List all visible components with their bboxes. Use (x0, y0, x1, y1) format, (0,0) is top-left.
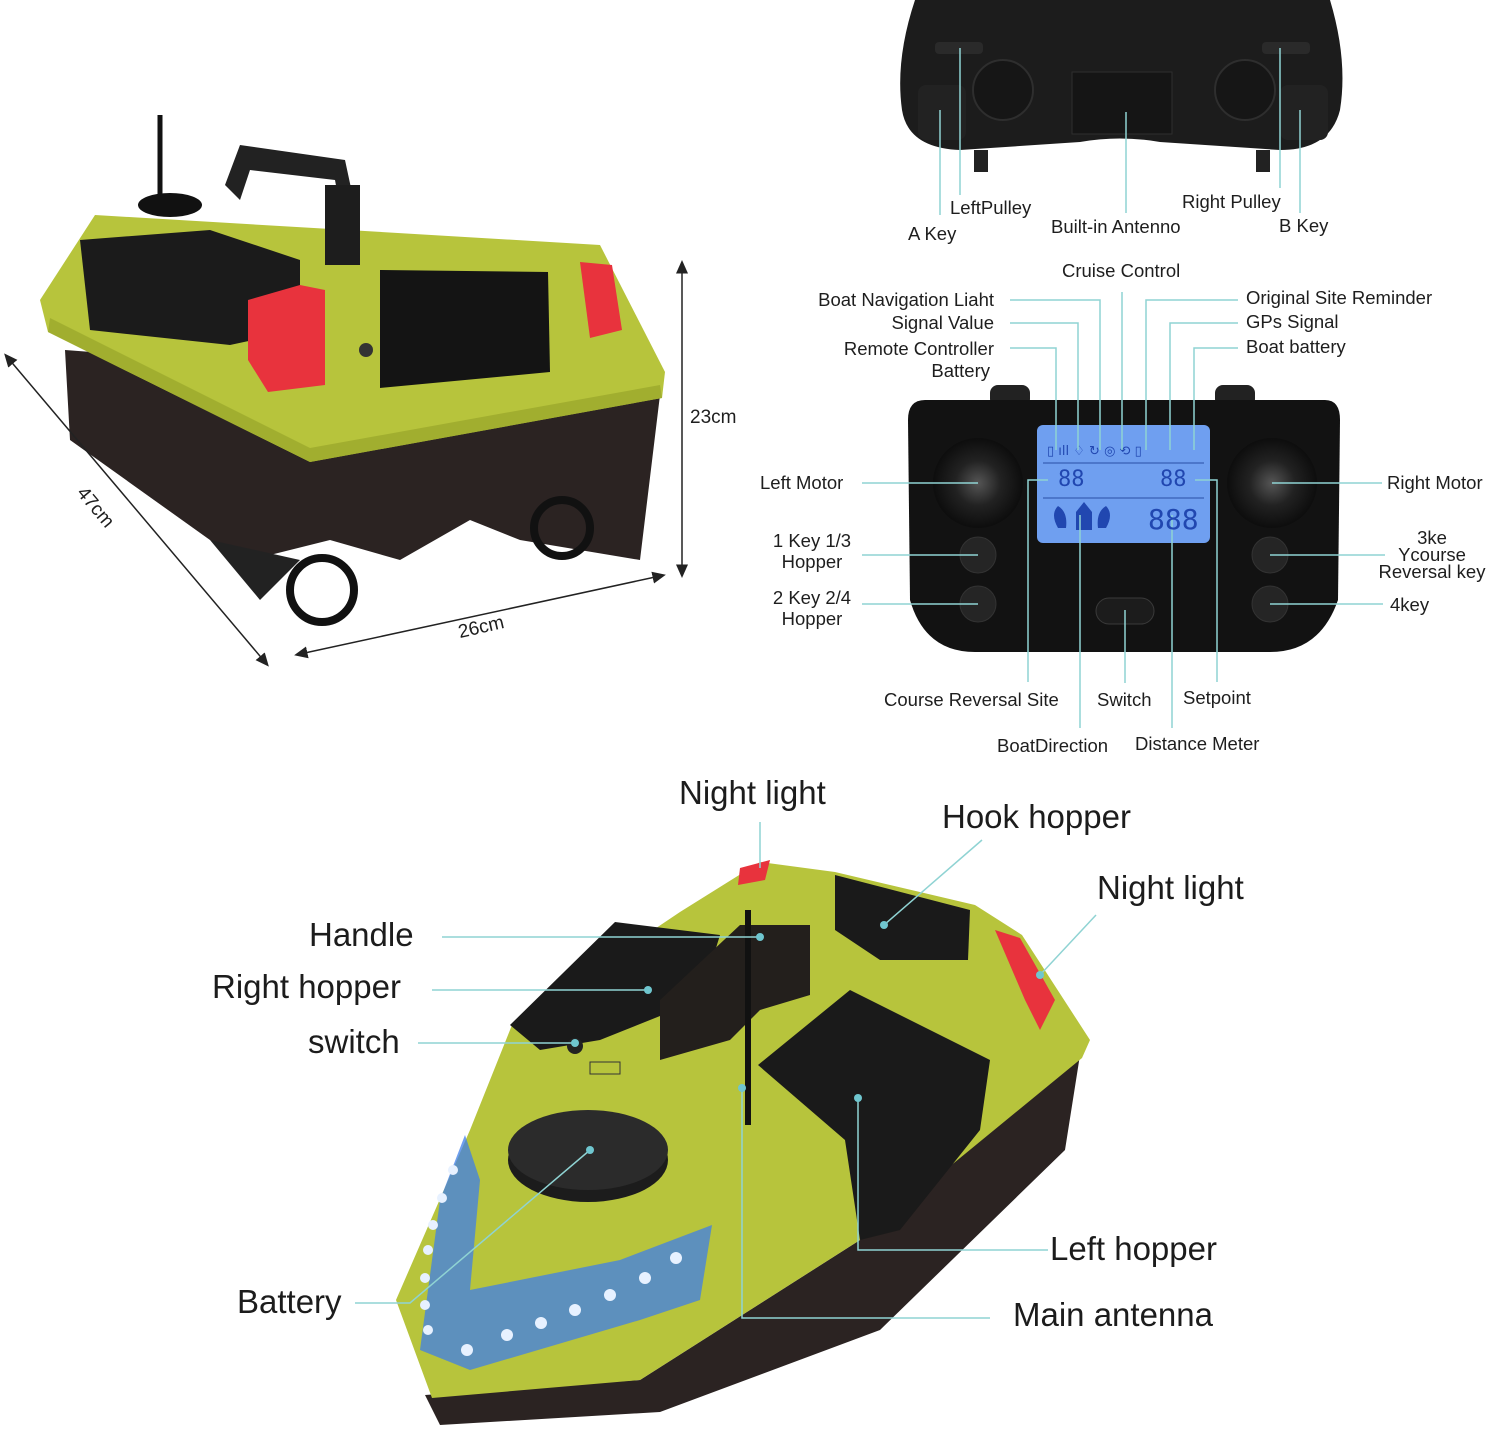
label-remote-battery: Battery (931, 360, 990, 381)
label-right-hopper: Right hopper (212, 968, 401, 1005)
label-left-hopper: Left hopper (1050, 1230, 1217, 1267)
hull (425, 1055, 1080, 1425)
label-key4: 4key (1390, 594, 1430, 615)
label-battery: Battery (237, 1283, 342, 1320)
label-hook-hopper: Hook hopper (942, 798, 1131, 835)
label-b-key: B Key (1279, 215, 1329, 236)
propeller-right (530, 496, 594, 560)
label-signal-value: Signal Value (891, 312, 994, 333)
label-built-in-antenna: Built-in Antenno (1051, 216, 1181, 237)
remote-leader-lines (862, 48, 1385, 728)
boat-front-view (396, 860, 1090, 1425)
label-switch-boat: switch (308, 1023, 400, 1060)
hopper (80, 230, 300, 345)
left-hopper (758, 990, 990, 1240)
label-remote-controller: Remote Controller (843, 338, 994, 359)
label-a-key: A Key (908, 223, 957, 244)
callout-dots (571, 921, 1044, 1154)
label-key3-line1: 3ke (1417, 527, 1447, 548)
label-left-pulley: LeftPulley (950, 197, 1032, 218)
label-night-light-left: Night light (679, 774, 826, 811)
label-main-antenna: Main antenna (1013, 1296, 1213, 1333)
handle (660, 925, 810, 1060)
night-light-right (995, 930, 1055, 1030)
label-boat-navigation-light: Boat Navigation Liaht (818, 289, 994, 310)
label-setpoint: Setpoint (1183, 687, 1251, 708)
label-switch: Switch (1097, 689, 1152, 710)
label-night-light-right: Night light (1097, 869, 1244, 906)
label-key1-line1: 1 Key 1/3 (772, 530, 852, 551)
label-original-site-reminder: Original Site Reminder (1246, 287, 1433, 308)
lcd-distance-digits: 888 (1148, 503, 1199, 536)
label-boat-battery: Boat battery (1246, 336, 1346, 357)
label-distance-meter: Distance Meter (1135, 733, 1260, 754)
remote-front-view: ▯ ıll ♢ ↻ ◎ ⟲ ▯ (908, 385, 1340, 652)
dimension-height-label: 23cm (690, 407, 737, 428)
label-right-pulley: Right Pulley (1182, 191, 1281, 212)
label-key2-line1: 2 Key 2/4 (772, 587, 852, 608)
label-left-motor: Left Motor (760, 472, 844, 493)
propeller-left (286, 554, 358, 626)
led-strip (420, 1135, 712, 1370)
label-course-reversal-site: Course Reversal Site (884, 689, 1059, 710)
dimension-line-length (4, 353, 269, 667)
rear-light-left (248, 285, 325, 392)
label-key3-line3: Reversal key (1378, 561, 1486, 582)
label-cruise-control: Cruise Control (1062, 260, 1181, 281)
dimension-line-width (294, 571, 666, 659)
boat-leader-lines (355, 822, 1097, 1319)
night-light-left (738, 860, 770, 885)
label-key1-line2: Hopper (781, 551, 843, 572)
label-handle: Handle (309, 916, 414, 953)
rear-panel (380, 270, 550, 388)
remote-back-view (900, 0, 1343, 172)
svg-text:▯ ıll ♢ ↻ ◎ ⟲ ▯: ▯ ıll ♢ ↻ ◎ ⟲ ▯ (1047, 444, 1142, 459)
label-key3-line2: Ycourse (1398, 544, 1466, 565)
hook-hopper (835, 875, 970, 960)
lcd-left-digits: 88 (1058, 467, 1085, 492)
right-hopper (510, 922, 720, 1050)
lcd-right-digits: 88 (1160, 467, 1187, 492)
label-boat-direction: BoatDirection (997, 735, 1109, 756)
label-right-motor: Right Motor (1387, 472, 1483, 493)
rear-light-right (580, 262, 622, 338)
label-key2-line2: Hopper (781, 608, 843, 629)
handle (225, 145, 360, 235)
boat-rear-view (40, 115, 665, 626)
label-gps-signal: GPs Signal (1246, 311, 1339, 332)
